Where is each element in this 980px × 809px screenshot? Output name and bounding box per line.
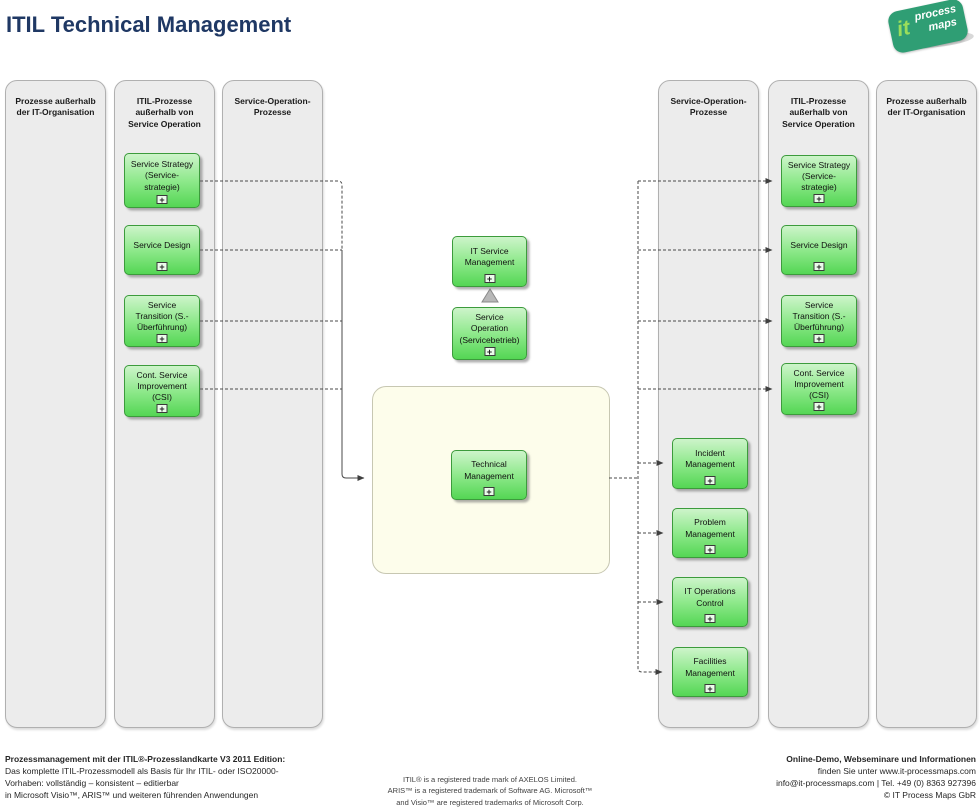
process-box-problem-management[interactable]: Problem Management + — [672, 508, 748, 558]
it-process-maps-logo: it process maps — [884, 0, 976, 55]
process-box-service-transition-left[interactable]: Service Transition (S.- Überführung) + — [124, 295, 200, 347]
process-box-csi-left[interactable]: Cont. Service Improvement (CSI) + — [124, 365, 200, 417]
process-label: Service Operation (Servicebetrieb) — [459, 312, 520, 345]
process-box-service-strategy-right[interactable]: Service Strategy (Service- strategie) + — [781, 155, 857, 207]
expand-icon[interactable]: + — [813, 194, 825, 204]
process-box-technical-management[interactable]: Technical Management + — [451, 450, 527, 500]
lane-header: ITIL-Prozesse außerhalb von Service Oper… — [782, 96, 855, 129]
expand-icon[interactable]: + — [484, 274, 495, 284]
process-label: Technical Management — [464, 459, 514, 481]
process-box-service-strategy-left[interactable]: Service Strategy (Service- strategie) + — [124, 153, 200, 208]
process-label: Cont. Service Improvement (CSI) — [136, 369, 188, 403]
process-box-it-service-management[interactable]: IT Service Management + — [452, 236, 527, 287]
footer-left-line: Das komplette ITIL-Prozessmodell als Bas… — [5, 766, 279, 777]
process-box-service-operation[interactable]: Service Operation (Servicebetrieb) + — [452, 307, 527, 360]
expand-icon[interactable]: + — [704, 476, 716, 486]
footer-left-title: Prozessmanagement mit der ITIL®-Prozessl… — [5, 754, 286, 764]
expand-icon[interactable]: + — [813, 334, 825, 344]
process-box-service-transition-right[interactable]: Service Transition (S.- Überführung) + — [781, 295, 857, 347]
lane-header: Prozesse außerhalb der IT-Organisation — [15, 96, 96, 118]
trademark-line: and Visio™ are registered trademarks of … — [396, 797, 584, 807]
footer-website-link[interactable]: finden Sie unter www.it-processmaps.com — [817, 766, 976, 777]
lane-header: Service-Operation- Prozesse — [234, 96, 311, 118]
process-label: Service Design — [133, 239, 191, 250]
process-label: Problem Management — [685, 517, 735, 539]
connector-into-container-arrow — [341, 250, 365, 481]
footer-left-line: Vorhaben: vollständig – konsistent – edi… — [5, 778, 179, 789]
process-label: Facilities Management — [685, 656, 735, 678]
trademark-line: ITIL® is a registered trade mark of AXEL… — [403, 775, 577, 784]
lane-header: Prozesse außerhalb der IT-Organisation — [886, 96, 967, 118]
expand-icon[interactable]: + — [483, 487, 495, 497]
process-label: Service Transition (S.- Überführung) — [135, 299, 189, 333]
process-label: Incident Management — [685, 447, 735, 469]
process-box-csi-right[interactable]: Cont. Service Improvement (CSI) + — [781, 363, 857, 415]
lane-header: Service-Operation- Prozesse — [670, 96, 747, 118]
footer-contact-link[interactable]: info@it-processmaps.com | Tel. +49 (0) 8… — [776, 778, 976, 789]
lane-header: ITIL-Prozesse außerhalb von Service Oper… — [128, 96, 201, 129]
expand-icon[interactable]: + — [156, 262, 168, 272]
process-label: Service Strategy (Service- strategie) — [130, 159, 194, 192]
expand-icon[interactable]: + — [704, 614, 716, 624]
process-label: Cont. Service Improvement (CSI) — [793, 367, 845, 401]
process-label: IT Service Management — [464, 245, 515, 267]
footer-left: Prozessmanagement mit der ITIL®-Prozessl… — [5, 753, 335, 801]
process-label: Service Design — [790, 239, 848, 250]
process-label: Service Transition (S.- Überführung) — [792, 299, 846, 333]
footer-right: Online-Demo, Webseminare und Information… — [636, 753, 976, 801]
process-label: Service Strategy (Service- strategie) — [787, 159, 851, 193]
process-box-facilities-management[interactable]: Facilities Management + — [672, 647, 748, 697]
connector-right-vertical-facilities-arrow — [637, 181, 663, 675]
process-box-service-design-right[interactable]: Service Design + — [781, 225, 857, 275]
expand-icon[interactable]: + — [484, 347, 495, 357]
process-box-it-operations-control[interactable]: IT Operations Control + — [672, 577, 748, 627]
trademark-line: ARIS™ is a registered trademark of Softw… — [387, 786, 593, 796]
footer-left-line: in Microsoft Visio™, ARIS™ und weiteren … — [5, 790, 259, 801]
page-title: ITIL Technical Management — [6, 12, 292, 37]
expand-icon[interactable]: + — [813, 402, 825, 412]
footer-trademarks: ITIL® is a registered trade mark of AXEL… — [320, 774, 660, 808]
process-label: IT Operations Control — [684, 586, 736, 608]
expand-icon[interactable]: + — [156, 195, 168, 205]
logo-badge: it process maps — [886, 0, 970, 55]
lane-left-outside-it: Prozesse außerhalb der IT-Organisation — [5, 80, 106, 728]
logo-it-text: it — [894, 16, 913, 42]
footer-copyright: © IT Process Maps GbR — [883, 790, 976, 801]
expand-icon[interactable]: + — [156, 334, 168, 344]
expand-icon[interactable]: + — [704, 545, 716, 555]
expand-icon[interactable]: + — [704, 684, 716, 694]
lane-left-service-op: Service-Operation- Prozesse — [222, 80, 323, 728]
expand-icon[interactable]: + — [156, 404, 168, 414]
footer-right-title: Online-Demo, Webseminare und Information… — [786, 754, 976, 764]
process-box-service-design-left[interactable]: Service Design + — [124, 225, 200, 275]
hierarchy-triangle-icon — [481, 288, 499, 303]
expand-icon[interactable]: + — [813, 262, 825, 272]
process-box-incident-management[interactable]: Incident Management + — [672, 438, 748, 489]
connector-left-strategy — [200, 180, 343, 250]
lane-right-outside-it: Prozesse außerhalb der IT-Organisation — [876, 80, 977, 728]
